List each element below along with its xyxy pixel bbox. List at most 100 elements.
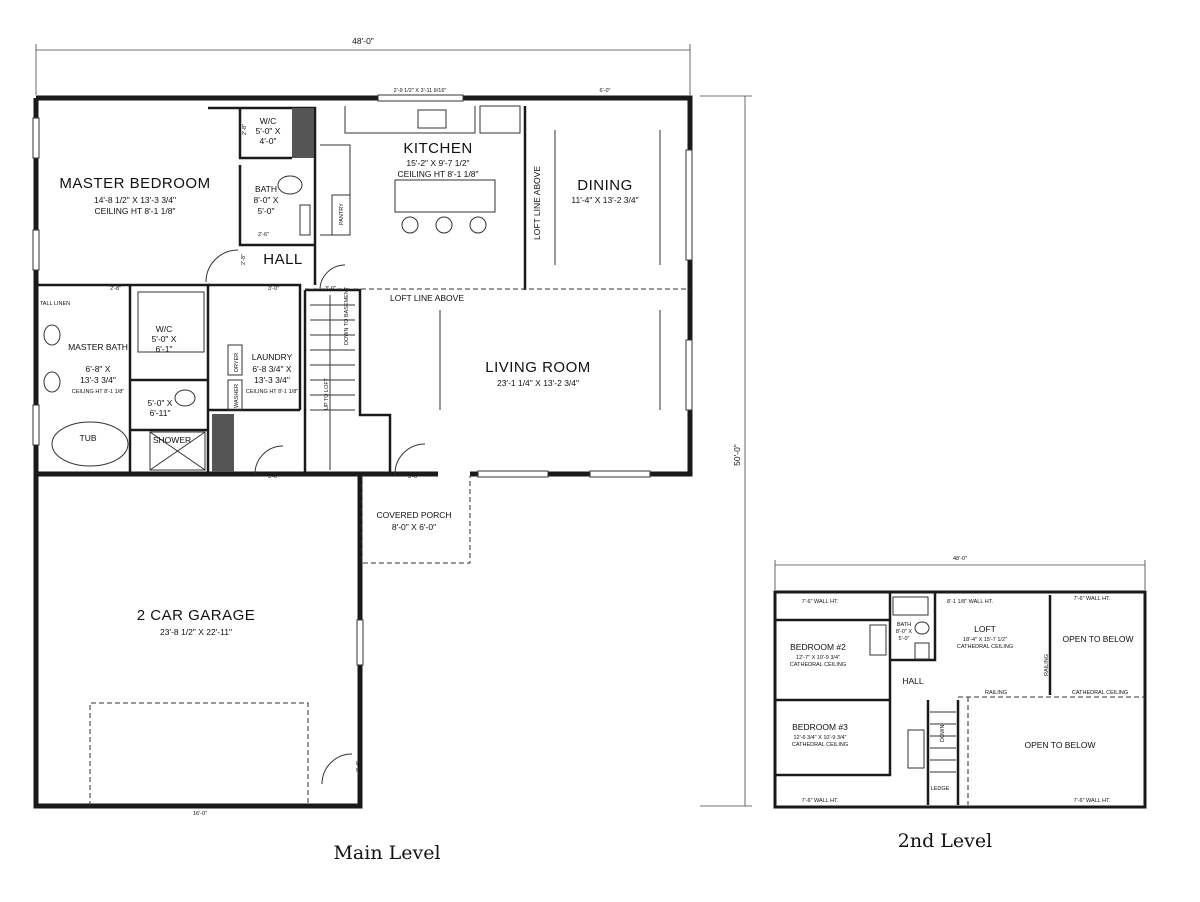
overall-width-label: 48'-0" [352, 36, 374, 46]
dining-dims: 11'-4" X 13'-2 3/4" [571, 195, 638, 205]
kitchen-counter [344, 106, 476, 134]
master-bath-ceiling: CEILING HT 8'-1 1/8" [72, 389, 124, 395]
loft-name: LOFT [974, 624, 996, 634]
window [477, 470, 549, 478]
bedroom2-dims: 12'-7" X 10'-9 3/4" [796, 655, 840, 661]
kitchen-window-label: 2'-9 1/2" X 3'-11 9/16" [394, 88, 447, 94]
wall-height-label: 7'-6" WALL HT. [1074, 596, 1111, 602]
shower-label: SHOWER [153, 435, 191, 445]
master-bedroom-dims: 14'-8 1/2" X 13'-3 3/4" [94, 195, 176, 205]
door-dim: 3'-0" [408, 474, 419, 480]
interior-wall [775, 700, 892, 777]
window [32, 117, 40, 159]
upper-level-caption: 2nd Level [898, 830, 992, 852]
interior-wall [208, 106, 317, 285]
shower-x [149, 431, 206, 471]
wc-dims: 5'-0" X [148, 398, 173, 408]
wall-height-label: 8'-1 1/8" WALL HT. [947, 599, 993, 605]
down-to-basement-label: DOWN TO BASEMENT [344, 286, 350, 345]
railing-label: RAILING [1044, 654, 1050, 676]
living-room-name: LIVING ROOM [485, 359, 591, 376]
upper-vanity [914, 642, 930, 660]
down-label: DOWN [940, 725, 946, 742]
hall-name: HALL [263, 251, 303, 268]
master-bedroom-name: MASTER BEDROOM [59, 175, 210, 192]
toilet [277, 175, 303, 195]
kitchen-dims: 15'-2" X 9'-7 1/2" [406, 158, 469, 168]
door-swing [319, 264, 346, 291]
tub-label: TUB [80, 433, 97, 443]
bar-stool [435, 216, 453, 234]
laundry-dims2: 13'-3 3/4" [254, 375, 290, 385]
bedroom3-ceiling: CATHEDRAL CEILING [792, 742, 848, 748]
garage-door-width: 16'-0" [193, 811, 207, 817]
kitchen-island [394, 179, 496, 213]
shower [149, 431, 206, 471]
main-stairs [310, 295, 355, 470]
bedroom2-name: BEDROOM #2 [790, 642, 846, 652]
wic2-name: W/C [156, 324, 173, 334]
garage-door-outline [89, 702, 309, 806]
kitchen-window [377, 94, 464, 102]
bedroom3-dims: 12'-6 3/4" X 10'-9 3/4" [793, 735, 846, 741]
bath-name: BATH [255, 184, 277, 194]
upper-tub [892, 596, 929, 616]
laundry-ceiling: CEILING HT 8'-1 1/8" [246, 389, 298, 395]
bedroom3-name: BEDROOM #3 [792, 722, 848, 732]
door-swing [394, 443, 426, 475]
interior-wall [208, 283, 302, 410]
window [685, 339, 693, 411]
upper-bath-dims2: 5'-0" [899, 636, 910, 642]
wall-height-label: 7'-6" WALL HT. [802, 599, 839, 605]
upper-level-plan: 48'-0" BEDROOM #2 12'-7" X 10'-9 3/4" CA… [773, 556, 1147, 809]
interior-wall [890, 592, 937, 662]
wic2-dims2: 6'-1" [156, 344, 173, 354]
kitchen-name: KITCHEN [403, 140, 472, 157]
open-to-below-2: OPEN TO BELOW [1024, 740, 1095, 750]
door-dim: 2'-8" [241, 254, 247, 265]
door-dim: 2'-6" [258, 232, 269, 238]
kitchen-counter [320, 144, 351, 236]
dining-name: DINING [577, 177, 633, 194]
upper-bath-dims: 8'-0" X [896, 629, 912, 635]
wc-dims2: 6'-11" [149, 408, 170, 418]
closet-shelf [292, 108, 314, 158]
up-to-loft-label: UP TO LOFT [324, 377, 330, 410]
upper-toilet [914, 621, 930, 635]
toilet [174, 389, 196, 407]
window [32, 229, 40, 271]
window [685, 149, 693, 261]
main-level-plan: 48'-0" 50'-0" 2'-9 1/2" X 3'-11 9/16" 6'… [32, 36, 752, 817]
upper-bath-name: BATH [897, 622, 911, 628]
laundry-dims: 6'-8 3/4" X [252, 364, 291, 374]
closet-bed2 [869, 624, 887, 656]
sink [43, 371, 61, 393]
bath-dims2: 5'-0" [258, 206, 275, 216]
interior-wall [238, 165, 315, 247]
covered-porch-dims: 8'-0" X 6'-0" [392, 522, 436, 532]
cathedral-ceiling-label: CATHEDRAL CEILING [1072, 690, 1128, 696]
laundry-name: LAUNDRY [252, 352, 293, 362]
door-dim: 3'-0" [268, 286, 279, 292]
wall-height-label: 7'-6" WALL HT. [802, 798, 839, 804]
loft-line-label-vertical: LOFT LINE ABOVE [532, 166, 542, 240]
bar-stool [401, 216, 419, 234]
railing-label: RAILING [985, 690, 1007, 696]
wic2-dims: 5'-0" X [152, 334, 177, 344]
master-bath-dims2: 13'-3 3/4" [80, 375, 116, 385]
overall-depth-label: 50'-0" [732, 444, 742, 466]
sink [43, 324, 61, 346]
garage-name: 2 CAR GARAGE [137, 607, 256, 624]
garage-dims: 23'-8 1/2" X 22'-11" [160, 627, 232, 637]
loft-ceiling: CATHEDRAL CEILING [957, 644, 1013, 650]
bedroom2-ceiling: CATHEDRAL CEILING [790, 662, 846, 668]
closet-shelf [212, 414, 234, 472]
exterior-wall-left-bottom [33, 98, 438, 809]
kitchen-sink [417, 109, 447, 129]
tall-linen-label: TALL LINEN [40, 301, 70, 307]
door-swing [254, 445, 284, 475]
door-swing [205, 249, 239, 283]
door-dim: 2'-8" [242, 124, 248, 135]
master-bath-name: MASTER BATH [68, 342, 128, 352]
window [32, 404, 40, 446]
